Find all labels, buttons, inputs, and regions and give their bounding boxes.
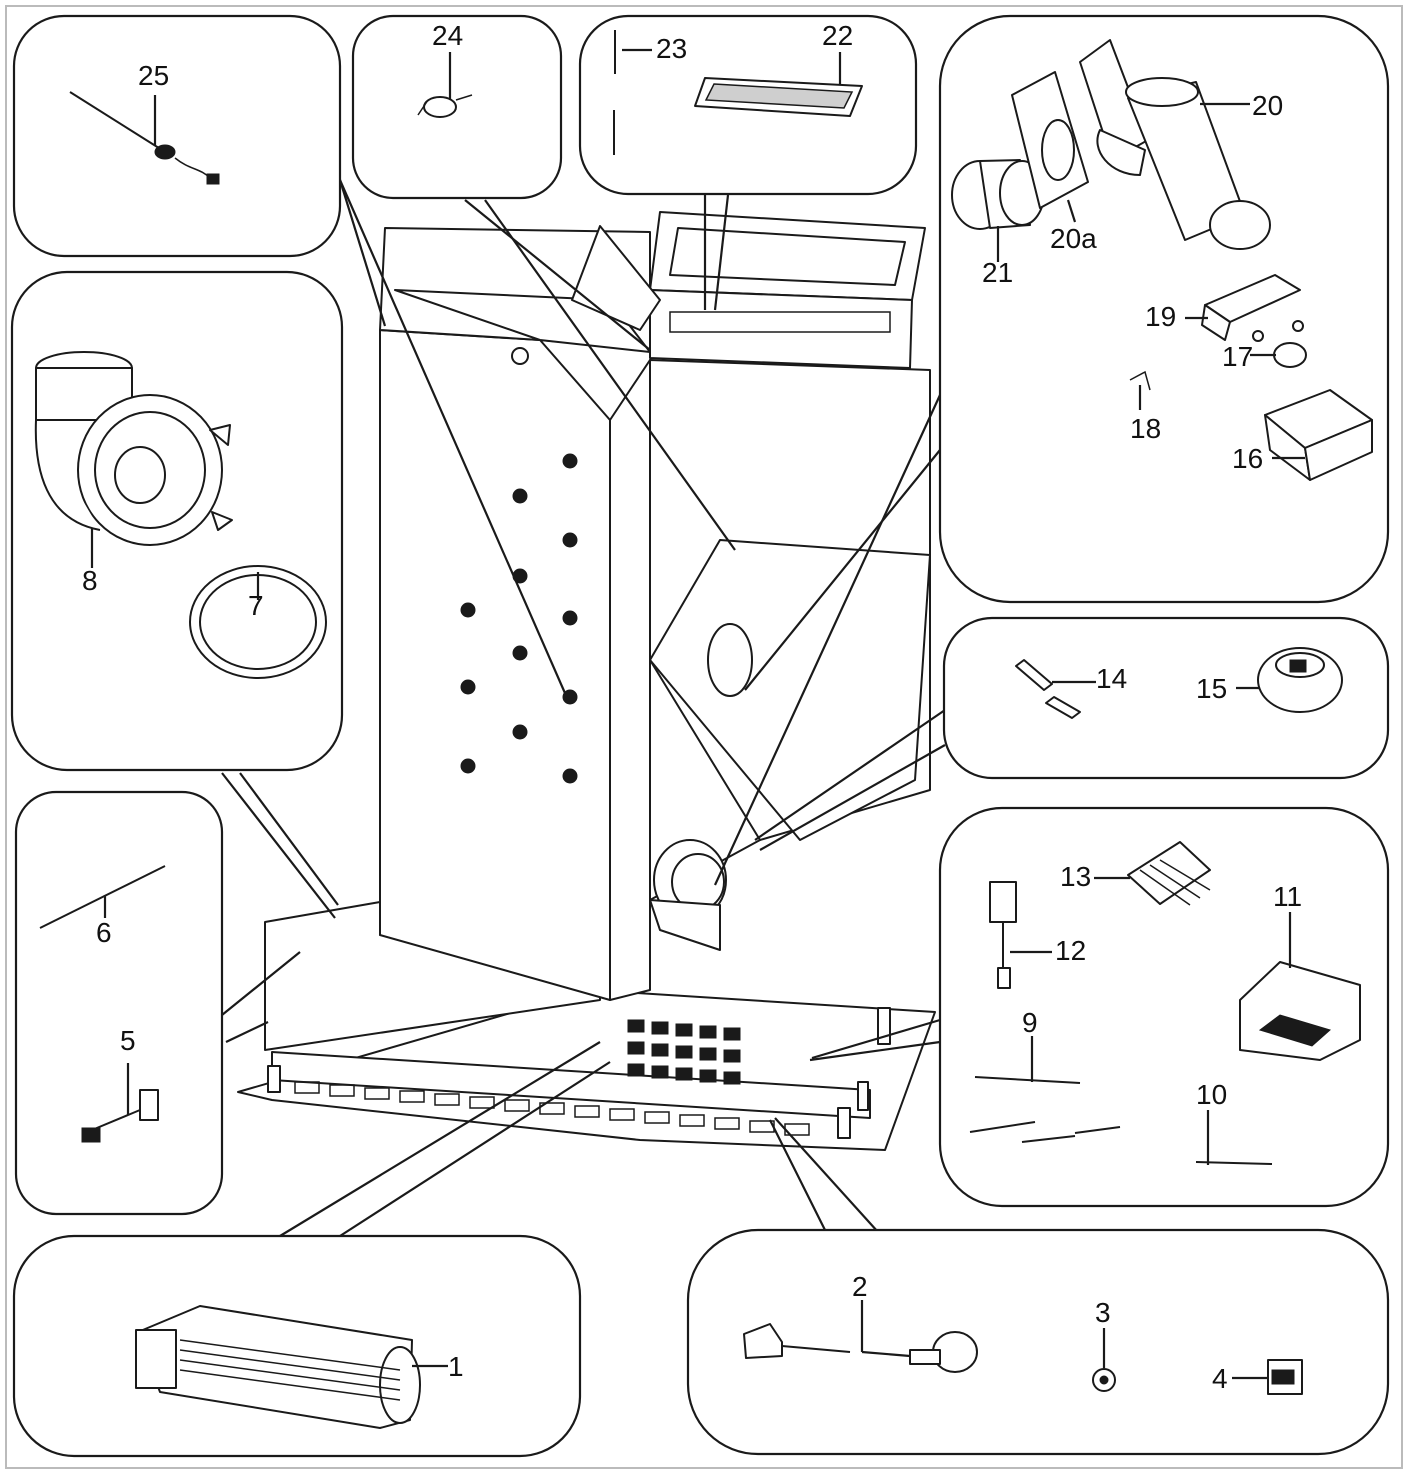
callout-label-11: 11 [1273,881,1302,912]
callout-label-8: 8 [82,565,98,596]
callout-label-7: 7 [248,590,264,621]
callout-label-17: 17 [1222,341,1253,372]
base-grid [627,1019,741,1085]
callout-label-13: 13 [1060,861,1091,892]
callout-label-6: 6 [96,917,112,948]
callout-box-1: 1 [12,1234,582,1458]
callout-label-1: 1 [448,1351,464,1382]
callout-box-7-8: 8 7 [10,270,344,772]
callout-box-9-13: 13 12 11 9 10 [938,806,1390,1208]
callout-box-24: 24 [351,14,563,200]
callout-label-4: 4 [1212,1363,1228,1394]
callout-label-20a: 20a [1050,223,1097,254]
callout-label-20: 20 [1252,90,1283,121]
callout-box-22-23: 23 22 [578,14,918,196]
diagram-frame [5,5,1403,1469]
callout-box-14-15: 14 15 [942,616,1390,780]
callout-label-2: 2 [852,1271,868,1302]
callout-label-25: 25 [138,60,169,91]
callout-label-18: 18 [1130,413,1161,444]
leader-lines [221,179,946,1237]
callout-box-5-6: 6 5 [14,790,224,1216]
callout-label-12: 12 [1055,935,1086,966]
callout-label-3: 3 [1095,1297,1111,1328]
callout-label-24: 24 [432,20,463,51]
callout-label-22: 22 [822,20,853,51]
callout-box-2-4: 2 3 4 [686,1228,1390,1456]
callout-label-23: 23 [656,33,687,64]
callout-label-19: 19 [1145,301,1176,332]
panel-holes [460,453,578,784]
callout-label-5: 5 [120,1025,136,1056]
callout-label-15: 15 [1196,673,1227,704]
callout-label-9: 9 [1022,1007,1038,1038]
callout-label-21: 21 [982,257,1013,288]
callout-label-16: 16 [1232,443,1263,474]
callout-label-14: 14 [1096,663,1127,694]
callout-label-10: 10 [1196,1079,1227,1110]
callout-box-16-21: 21 20a 20 19 17 18 16 [938,14,1390,604]
callout-box-25: 25 [12,14,342,258]
